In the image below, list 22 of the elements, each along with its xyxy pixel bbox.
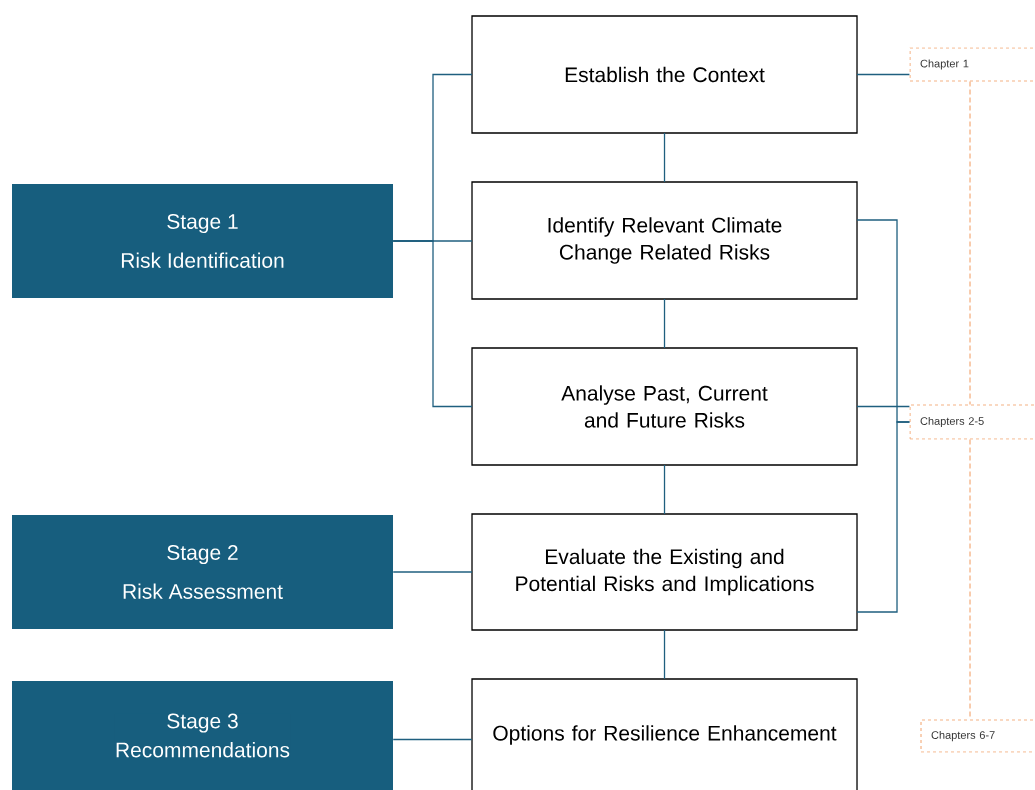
process-box: Options for Resilience Enhancement	[471, 678, 858, 790]
connector-line	[392, 240, 473, 408]
stage-box: Stage 3 Recommendations	[12, 681, 393, 790]
connector-line	[856, 421, 911, 613]
connector-line	[392, 738, 473, 741]
stage-box: Stage 2 Risk Assessment	[12, 515, 393, 629]
connector-line	[969, 80, 971, 406]
connector-line	[856, 405, 911, 408]
chapter-tag: Chapter 1	[909, 47, 1035, 82]
connector-line	[663, 629, 666, 680]
connector-line	[663, 298, 666, 349]
connector-line	[663, 464, 666, 515]
process-box: Evaluate the Existing and Potential Risks and Implications	[471, 513, 858, 631]
connector-line	[663, 132, 666, 183]
connector-line	[392, 571, 473, 573]
connector-line	[856, 73, 911, 76]
process-box: Identify Relevant Climate Change Related Risks	[471, 181, 858, 300]
chapter-tag: Chapters 2-5	[909, 404, 1035, 440]
process-box: Analyse Past, Current and Future Risks	[471, 347, 858, 466]
chapter-tag: Chapters 6-7	[920, 719, 1035, 753]
process-box: Establish the Context	[471, 15, 858, 134]
stage-box: Stage 1 Risk Identification	[12, 184, 393, 298]
